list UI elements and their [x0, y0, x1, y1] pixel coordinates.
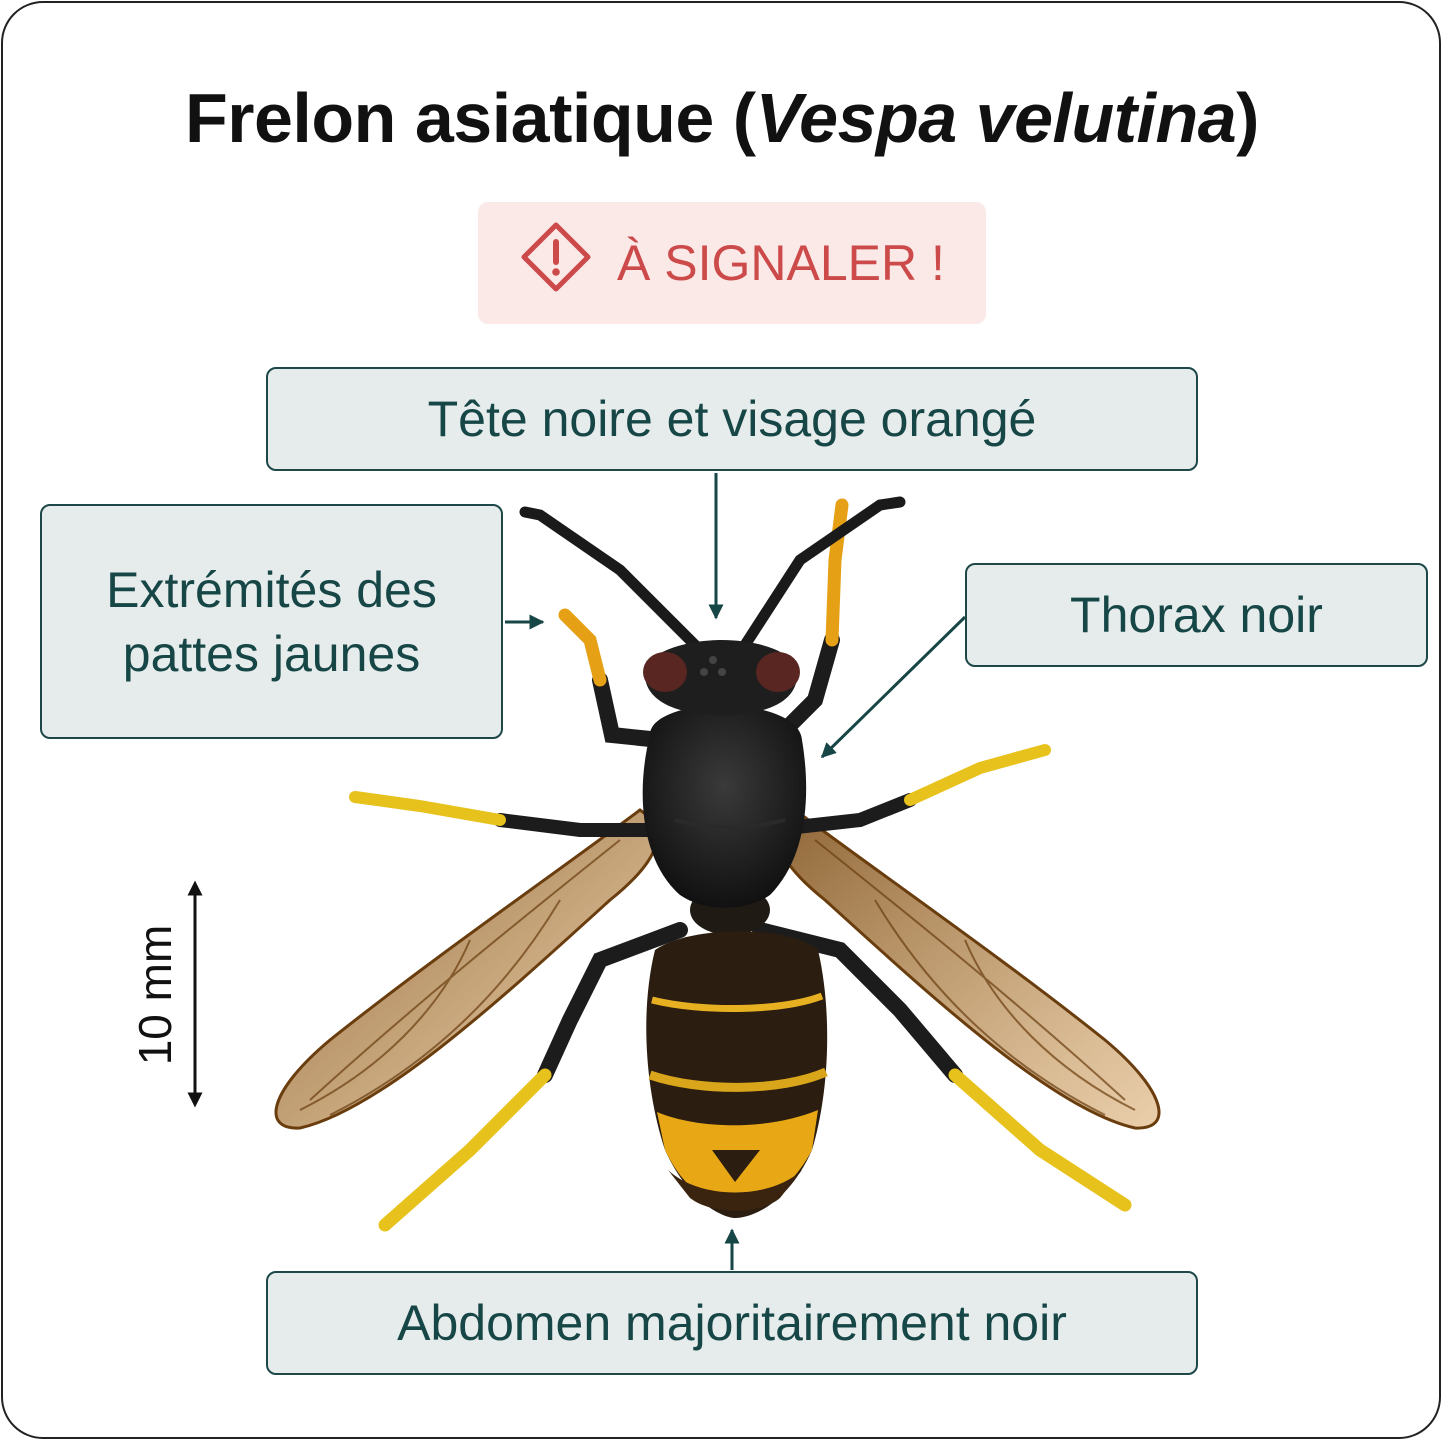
- scale-label: 10 mm: [129, 924, 181, 1066]
- label-legs: Extrémités des pattes jaunes: [40, 504, 503, 739]
- warning-diamond-icon: [519, 220, 593, 306]
- head: [643, 640, 800, 715]
- wing-left: [274, 808, 659, 1130]
- thorax: [642, 705, 807, 908]
- label-head: Tête noire et visage orangé: [266, 367, 1198, 471]
- abdomen: [646, 885, 828, 1218]
- callout-arrows: [505, 473, 967, 1270]
- antennae: [519, 496, 906, 651]
- label-abdomen: Abdomen majoritairement noir: [266, 1271, 1198, 1375]
- label-thorax: Thorax noir: [965, 563, 1428, 667]
- wing-right: [776, 808, 1161, 1130]
- badge-text: À SIGNALER !: [617, 235, 945, 291]
- species-name: Vespa velutina: [755, 79, 1237, 157]
- report-badge: À SIGNALER !: [478, 202, 986, 324]
- page-title: Frelon asiatique (Vespa velutina): [185, 79, 1259, 157]
- arrow-thorax: [820, 615, 967, 759]
